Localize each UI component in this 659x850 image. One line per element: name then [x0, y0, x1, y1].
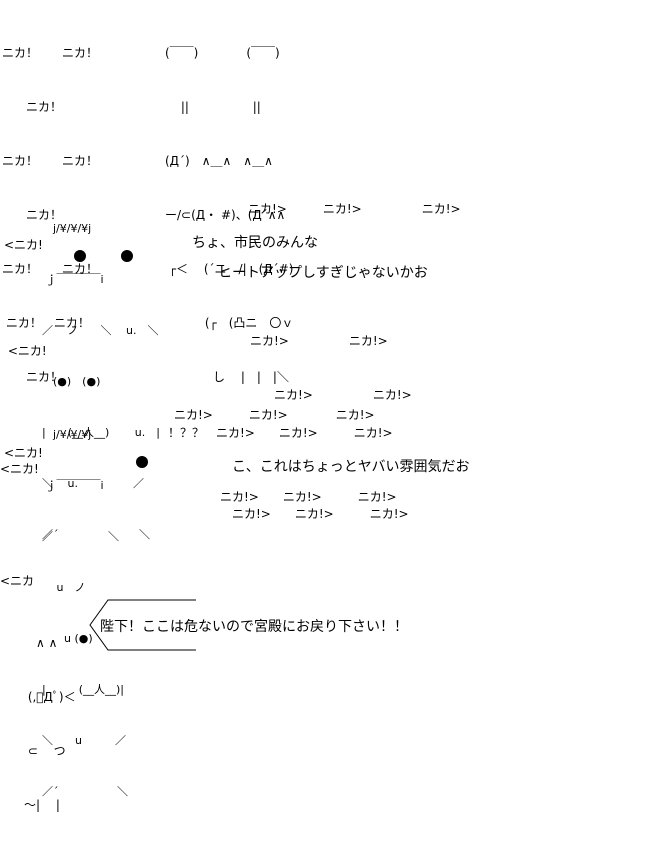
panel2-right-nika-bottom: ニカ!> ニカ!> ニカ!> ニカ!> — [250, 296, 412, 440]
panel3-nika-row: ！？？ ニカ!> ニカ!> ニカ!> — [168, 426, 393, 440]
panel1-nika-chant: ニカ！ ニカ！ ニカ！ ニカ！ ニカ！ ニカ！ ニカ！ ニカ！ ニカ！ ニカ！ … — [2, 8, 98, 422]
art-line: ｊ￣￣￣￣i — [42, 479, 104, 492]
eye-icon — [74, 250, 86, 262]
nika-line: <ニカ — [0, 574, 35, 588]
nika-line: <ニカ! — [4, 238, 43, 252]
speech-line: こ、これはちょっとヤバい雰囲気だお — [232, 459, 470, 475]
art-line: ／ ノ ＼ u. ＼ — [42, 324, 159, 337]
nika-line: ニカ！ — [2, 100, 63, 114]
art-line: ∧ ∧ — [24, 636, 58, 650]
nika-line: <ニカ! — [4, 344, 47, 358]
panel3-nika-row: ニカ!> ニカ!> ニカ!> — [220, 507, 409, 521]
art-line: (￣￣) (￣￣) — [165, 46, 280, 60]
panel4-soldier-art: ∧ ∧ (,ﾟДﾟ)＜ ⊂ つ ～| | — [24, 598, 76, 850]
panel3-nika-row: ニカ!> ニカ!> ニカ!> — [174, 408, 375, 422]
art-line: ／ ＼ — [42, 530, 119, 543]
nika-line: ニカ!> ニカ!> — [250, 388, 412, 402]
art-line: (┌ (凸ニ 〇ｖ — [165, 316, 294, 330]
speech-line: ヒートアップしすぎじゃないかお — [218, 265, 428, 281]
speech-line: ちょ、市民のみんな — [192, 235, 318, 251]
nika-line: ニカ！ — [2, 370, 63, 384]
nika-line: <ニカ! — [4, 446, 43, 460]
nika-line: ニカ！ ニカ！ — [2, 316, 90, 330]
art-line: ー/⊂(Д・ #)、(Д´∧∧ — [165, 208, 286, 222]
nika-line: ニカ!> ニカ!> — [250, 334, 388, 348]
art-line: ＼ u. ／ — [42, 477, 144, 490]
art-line: (Д´) ∧＿∧ ∧＿∧ — [165, 154, 273, 168]
speech-line: 陛下！ここは危ないので宮殿にお戻り下さい！！ — [100, 619, 408, 635]
nika-line: <ニカ! — [0, 462, 39, 476]
art-line: | (__人__) u. | — [42, 426, 160, 439]
art-line: ｊ￣￣￣￣i — [42, 273, 104, 286]
panel2-right-nika-top: ニカ!> ニカ!> ニカ!> — [248, 202, 461, 216]
panel3-nika-row: ニカ!> ニカ!> ニカ!> — [220, 490, 397, 504]
nika-line: ニカ！ ニカ！ — [2, 154, 99, 168]
eye-icon — [136, 456, 148, 468]
art-line: j/¥/¥/¥j — [42, 222, 92, 235]
nika-line: ニカ！ ニカ！ — [2, 262, 99, 276]
art-line: ⊂ つ — [24, 744, 66, 758]
art-line: ┌＜ (´ニ /| (Д´#) — [165, 262, 294, 276]
art-line: || || — [165, 100, 261, 114]
art-line: ／´ ＼ — [42, 528, 150, 541]
art-line: (,ﾟДﾟ)＜ — [24, 690, 76, 704]
eye-icon — [121, 250, 133, 262]
art-line: ～| | — [24, 798, 60, 812]
panel1-crowd-art: (￣￣) (￣￣) || || (Д´) ∧＿∧ ∧＿∧ ー/⊂(Д・ #)、(… — [165, 8, 293, 422]
art-line: j/¥/¥/¥j — [42, 428, 92, 441]
art-line: (●) (●) — [42, 375, 101, 388]
art-line: し | | |＼ — [165, 370, 289, 384]
art-line: u (●) — [42, 632, 93, 645]
panel3-left-nika: <ニカ! <ニカ — [0, 424, 39, 626]
nika-line: ニカ！ — [2, 208, 63, 222]
ascii-art-canvas: ニカ！ ニカ！ ニカ！ ニカ！ ニカ！ ニカ！ ニカ！ ニカ！ ニカ！ ニカ！ … — [0, 8, 470, 812]
art-line: u ノ — [42, 581, 86, 594]
speech-bubble — [89, 599, 196, 651]
panel2-left-nika: <ニカ! <ニカ! <ニカ! — [4, 200, 47, 498]
panel2-yaruo-art: j/¥/¥/¥j ｊ￣￣￣￣i ／ ノ ＼ u. ＼ (●) (●) | (__… — [42, 186, 160, 577]
nika-line: ニカ！ ニカ！ — [2, 46, 99, 60]
